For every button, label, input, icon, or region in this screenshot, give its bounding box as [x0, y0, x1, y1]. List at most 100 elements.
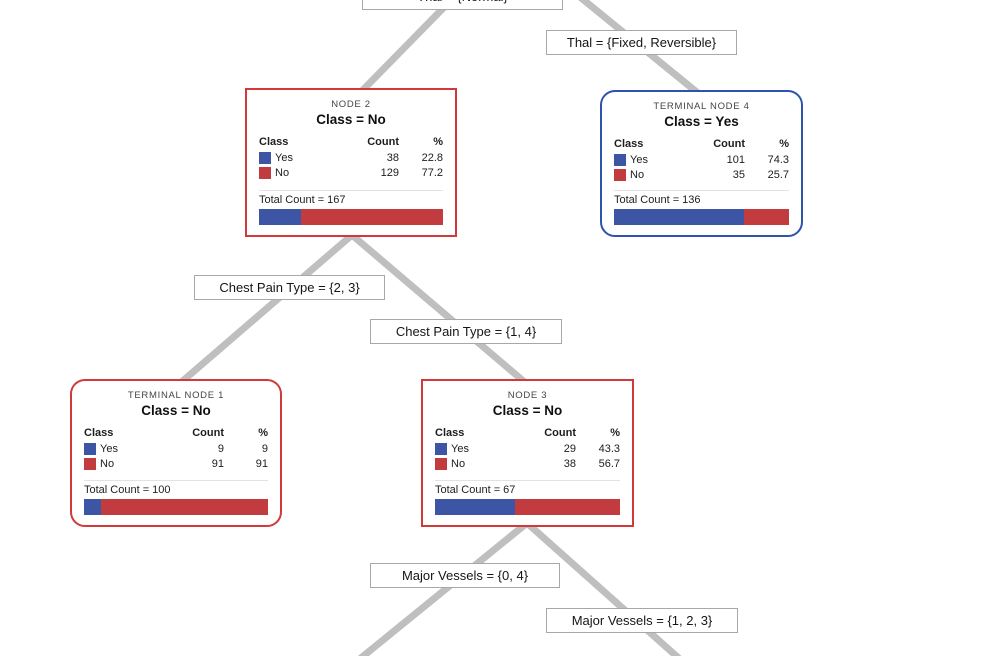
node-card-terminal-node-4[interactable]: TERMINAL NODE 4 Class = Yes Class Count … [600, 90, 803, 237]
bar-yes-segment [259, 209, 301, 225]
bar-no-segment [515, 499, 620, 515]
row-pct: 9 [261, 443, 268, 455]
row-label: Yes [630, 154, 648, 166]
distribution-bar [435, 499, 620, 515]
bar-yes-segment [614, 209, 745, 225]
row-label: Yes [451, 443, 469, 455]
table-row: Yes 101 74.3 [614, 154, 789, 166]
node-stats-table: Class Count % Yes 9 9 No 91 91 [84, 427, 268, 473]
row-pct: 74.3 [767, 154, 789, 166]
class-column-header: Class [259, 136, 289, 148]
node-stats-table: Class Count % Yes 29 43.3 No 38 56.7 [435, 427, 620, 473]
pct-column-header: % [433, 136, 443, 148]
row-count: 101 [726, 154, 745, 166]
row-label: No [451, 458, 466, 470]
edge-label-thal-fixed-reversible: Thal = {Fixed, Reversible} [546, 30, 737, 55]
bar-no-segment [744, 209, 789, 225]
count-column-header: Count [192, 427, 224, 439]
bar-yes-segment [435, 499, 516, 515]
total-count: Total Count = 100 [84, 480, 268, 496]
class-yes-swatch-icon [259, 152, 271, 164]
row-label: Yes [100, 443, 118, 455]
class-no-swatch-icon [84, 458, 96, 470]
node-card-node-2[interactable]: NODE 2 Class = No Class Count % Yes 38 2… [245, 88, 457, 237]
row-count: 29 [563, 443, 576, 455]
bar-no-segment [100, 499, 268, 515]
count-column-header: Count [544, 427, 576, 439]
node-stats-table: Class Count % Yes 101 74.3 No 35 25.7 [614, 138, 789, 184]
class-column-header: Class [614, 138, 644, 150]
row-count: 91 [211, 458, 224, 470]
table-header-row: Class Count % [259, 136, 443, 148]
table-row: Yes 9 9 [84, 443, 268, 455]
table-row: No 129 77.2 [259, 167, 443, 179]
class-yes-swatch-icon [84, 443, 96, 455]
class-column-header: Class [84, 427, 114, 439]
node-class-assignment: Class = No [492, 403, 563, 418]
node-class-assignment: Class = No [316, 112, 386, 127]
edge-label-chest-pain-1-4: Chest Pain Type = {1, 4} [370, 319, 562, 344]
tree-edge [357, 520, 530, 656]
bar-yes-segment [84, 499, 101, 515]
row-count: 129 [380, 167, 399, 179]
table-row: No 38 56.7 [435, 458, 620, 470]
row-count: 9 [217, 443, 224, 455]
class-no-swatch-icon [614, 169, 626, 181]
row-pct: 77.2 [421, 167, 443, 179]
edge-label-major-vessels-1-2-3: Major Vessels = {1, 2, 3} [546, 608, 738, 633]
node-title: TERMINAL NODE 4 [653, 101, 750, 112]
row-label: No [100, 458, 115, 470]
total-count: Total Count = 67 [435, 480, 620, 496]
tree-edge [578, 0, 707, 101]
table-header-row: Class Count % [84, 427, 268, 439]
row-pct: 22.8 [421, 152, 443, 164]
distribution-bar [614, 209, 789, 225]
pct-column-header: % [610, 427, 620, 439]
row-pct: 56.7 [598, 458, 620, 470]
table-header-row: Class Count % [614, 138, 789, 150]
distribution-bar [84, 499, 268, 515]
node-class-assignment: Class = No [141, 403, 211, 418]
edge-label-major-vessels-0-4: Major Vessels = {0, 4} [370, 563, 560, 588]
node-card-terminal-node-1[interactable]: TERMINAL NODE 1 Class = No Class Count %… [70, 379, 282, 527]
class-yes-swatch-icon [435, 443, 447, 455]
total-count: Total Count = 167 [259, 190, 443, 206]
pct-column-header: % [779, 138, 789, 150]
table-header-row: Class Count % [435, 427, 620, 439]
total-count: Total Count = 136 [614, 190, 789, 206]
bar-no-segment [300, 209, 443, 225]
node-title: NODE 3 [507, 390, 548, 401]
tree-edge [524, 520, 682, 656]
row-label: No [275, 167, 290, 179]
tree-edge [349, 232, 531, 388]
pct-column-header: % [258, 427, 268, 439]
distribution-bar [259, 209, 443, 225]
count-column-header: Count [713, 138, 745, 150]
edge-label-chest-pain-2-3: Chest Pain Type = {2, 3} [194, 275, 385, 300]
table-row: Yes 29 43.3 [435, 443, 620, 455]
table-row: Yes 38 22.8 [259, 152, 443, 164]
row-pct: 91 [255, 458, 268, 470]
node-title: TERMINAL NODE 1 [127, 390, 225, 401]
count-column-header: Count [367, 136, 399, 148]
class-no-swatch-icon [435, 458, 447, 470]
tree-edge [175, 232, 355, 388]
row-count: 35 [732, 169, 745, 181]
tree-edge [355, 0, 457, 98]
class-yes-swatch-icon [614, 154, 626, 166]
node-card-node-3[interactable]: NODE 3 Class = No Class Count % Yes 29 4… [421, 379, 634, 527]
node-title: NODE 2 [331, 99, 371, 110]
row-pct: 43.3 [598, 443, 620, 455]
row-count: 38 [386, 152, 399, 164]
node-stats-table: Class Count % Yes 38 22.8 No 129 77.2 [259, 136, 443, 182]
table-row: No 35 25.7 [614, 169, 789, 181]
node-class-assignment: Class = Yes [664, 114, 739, 129]
table-row: No 91 91 [84, 458, 268, 470]
row-pct: 25.7 [767, 169, 789, 181]
row-count: 38 [563, 458, 576, 470]
row-label: Yes [275, 152, 293, 164]
class-column-header: Class [435, 427, 465, 439]
row-label: No [630, 169, 645, 181]
